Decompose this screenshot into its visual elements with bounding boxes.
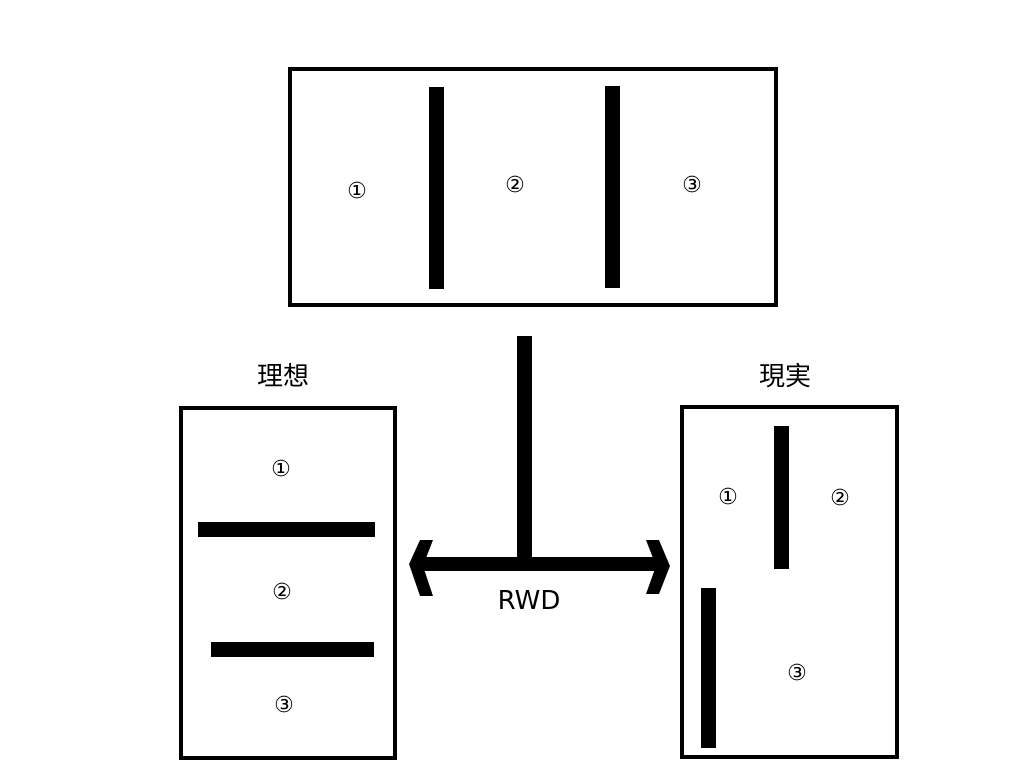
ideal-section-2-label: ② bbox=[272, 580, 292, 605]
reality-layout-frame bbox=[680, 405, 899, 759]
reality-layout-title: 現実 bbox=[758, 362, 812, 392]
top-section-2-label: ② bbox=[505, 173, 525, 198]
top-layout-frame bbox=[288, 67, 778, 307]
reality-section-2-label: ② bbox=[830, 486, 850, 511]
reality-section-3-label: ③ bbox=[787, 661, 807, 686]
left-arrowhead-icon bbox=[409, 540, 433, 596]
ideal-layout-divider-2 bbox=[211, 642, 374, 657]
ideal-layout-frame bbox=[179, 406, 397, 760]
top-layout-divider-1 bbox=[429, 87, 444, 289]
ideal-layout-title: 理想 bbox=[256, 362, 310, 392]
connector-left-shaft bbox=[422, 557, 532, 571]
ideal-section-3-label: ③ bbox=[274, 693, 294, 718]
connector-right-shaft bbox=[517, 557, 657, 571]
top-layout-divider-2 bbox=[605, 86, 620, 288]
rwd-label: RWD bbox=[497, 586, 561, 616]
right-arrowhead-icon bbox=[646, 540, 670, 594]
ideal-layout-divider-1 bbox=[198, 522, 375, 537]
reality-layout-divider-vertical-1 bbox=[774, 426, 789, 569]
top-section-3-label: ③ bbox=[682, 173, 702, 198]
reality-section-1-label: ① bbox=[718, 485, 738, 510]
reality-layout-divider-vertical-2 bbox=[701, 588, 716, 748]
connector-vertical-stem bbox=[517, 336, 532, 564]
top-section-1-label: ① bbox=[347, 179, 367, 204]
ideal-section-1-label: ① bbox=[271, 457, 291, 482]
